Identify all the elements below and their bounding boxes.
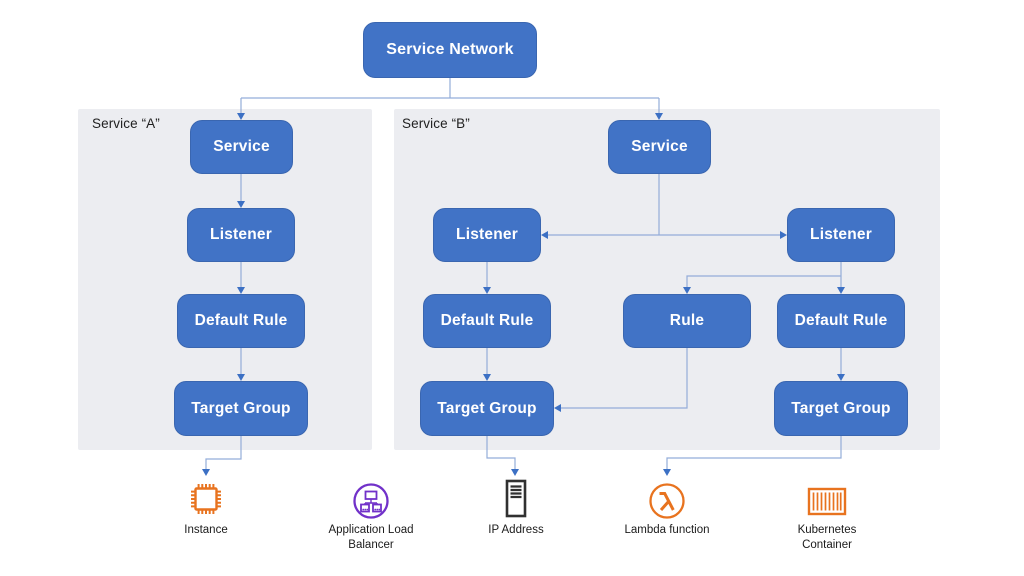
ec2-instance-icon xyxy=(191,484,221,514)
node-b-default-rule-left: Default Rule xyxy=(423,294,551,348)
node-b-service: Service xyxy=(608,120,711,174)
lambda-function-icon xyxy=(649,483,685,519)
icon-label-kubernetes-container: Kubernetes Container xyxy=(797,524,857,551)
node-a-default-rule: Default Rule xyxy=(177,294,305,348)
icon-label-application-load-balancer: Application Load Balancer xyxy=(328,524,414,551)
icon-label-ip-address: IP Address xyxy=(488,524,544,536)
application-load-balancer-icon xyxy=(353,483,389,519)
node-b-listener-left: Listener xyxy=(433,208,541,262)
node-b-target-group-right: Target Group xyxy=(774,381,908,436)
panel-b-label: Service “B” xyxy=(402,116,470,131)
node-b-default-rule-right: Default Rule xyxy=(777,294,905,348)
node-b-rule: Rule xyxy=(623,294,751,348)
panel-a-label: Service “A” xyxy=(92,116,160,131)
ip-address-icon xyxy=(505,479,527,518)
node-a-listener: Listener xyxy=(187,208,295,262)
node-a-target-group: Target Group xyxy=(174,381,308,436)
icon-label-lambda-function: Lambda function xyxy=(624,524,710,536)
node-b-target-group-left: Target Group xyxy=(420,381,554,436)
node-service-network: Service Network xyxy=(363,22,537,78)
node-b-listener-right: Listener xyxy=(787,208,895,262)
node-a-service: Service xyxy=(190,120,293,174)
kubernetes-container-icon xyxy=(807,487,847,516)
icon-label-instance: Instance xyxy=(184,524,228,536)
